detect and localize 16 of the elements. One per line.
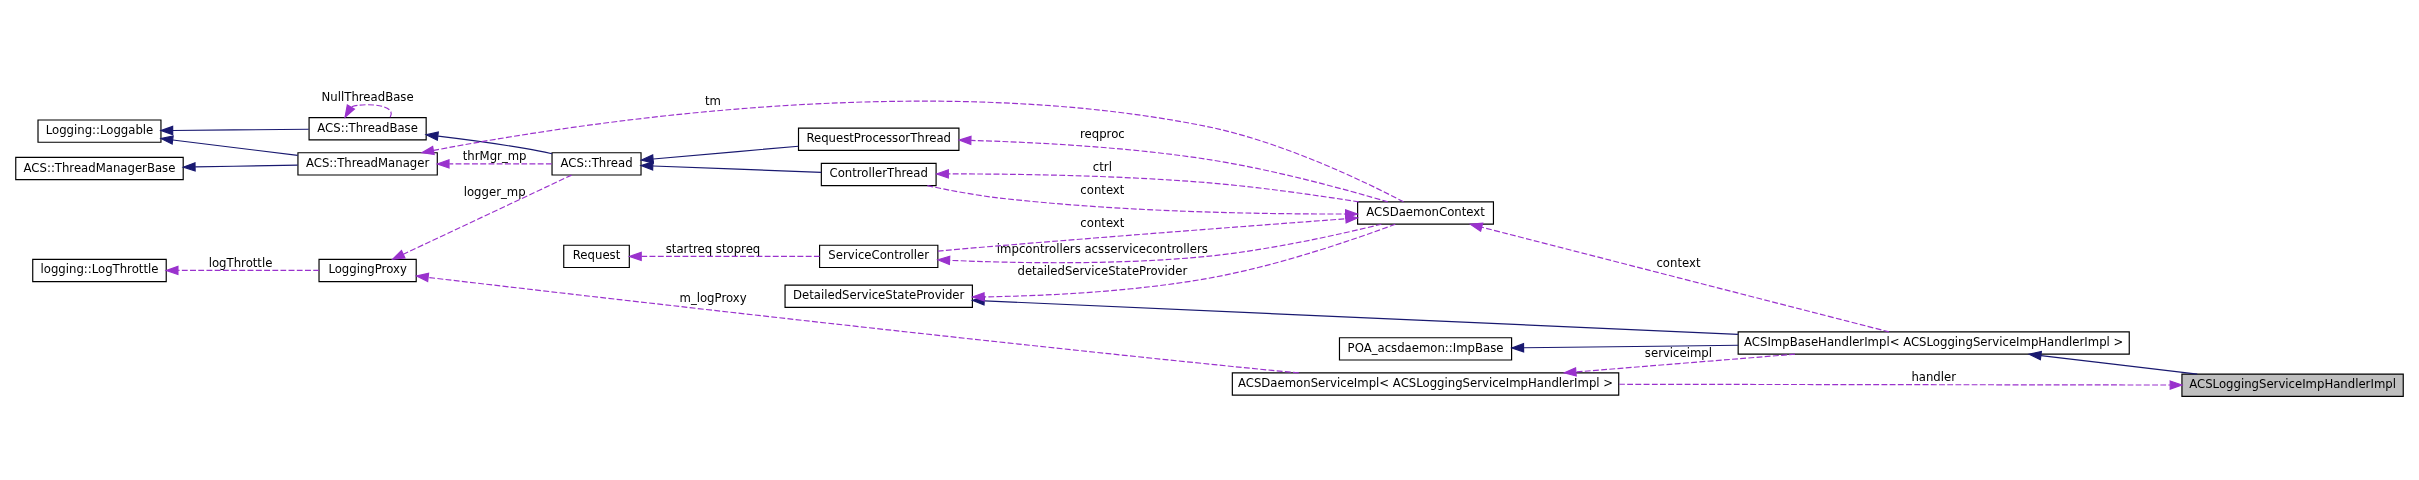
edge-label: impcontrollers acsservicecontrollers (996, 241, 1208, 256)
edge-label: handler (1911, 369, 1957, 384)
edge-label: logThrottle (208, 255, 273, 270)
edge-label: NullThreadBase (321, 90, 414, 105)
edge-label: ctrl (1092, 159, 1112, 174)
edge-label: context (1080, 216, 1125, 231)
edge-label: thrMgr_mp (462, 149, 527, 164)
edge-label: serviceimpl (1644, 346, 1713, 361)
edge-label: startreq stopreq (665, 241, 761, 256)
edge-label: m_logProxy (679, 291, 747, 306)
edge-label: context (1080, 183, 1125, 198)
edge-label: context (1656, 255, 1701, 270)
edge-label: detailedServiceStateProvider (1017, 264, 1188, 279)
edge-label: logger_mp (463, 184, 526, 199)
edge-label: reqproc (1080, 127, 1125, 142)
edge-label: tm (705, 94, 722, 109)
